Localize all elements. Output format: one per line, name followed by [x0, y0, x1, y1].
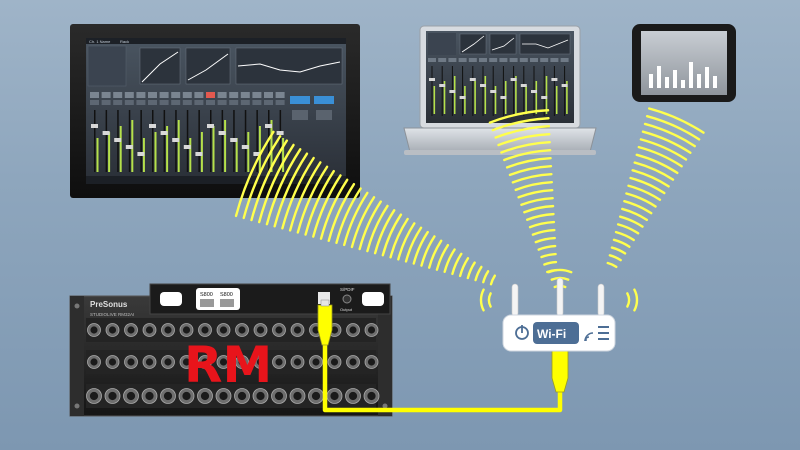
- fader-cap: [114, 138, 122, 142]
- slot2-label: S800: [220, 292, 233, 298]
- menu-icon: [598, 326, 609, 340]
- touchscreen-monitor: Ch. 1 Name Rack: [70, 24, 360, 198]
- channel-button: [113, 92, 123, 98]
- channel-button: [148, 92, 157, 98]
- fader-cap: [265, 124, 272, 128]
- fader-cap: [91, 124, 98, 128]
- fader-cap: [172, 138, 180, 142]
- channel-button: [229, 92, 239, 98]
- channel-button: [159, 92, 169, 98]
- channel-button: [217, 92, 227, 98]
- model-label: STUDIOLIVE RM32AI: [90, 312, 134, 317]
- rack-mixer: PreSonus STUDIOLIVE RM32AI RM: [69, 295, 393, 417]
- rm-label: RM: [184, 336, 272, 394]
- slot1-label: S800: [200, 292, 213, 298]
- fader-cap: [241, 145, 249, 149]
- fader-cap: [195, 152, 203, 156]
- channel-button: [240, 92, 250, 98]
- fader-cap: [183, 145, 191, 149]
- bar-graph-icon: [649, 62, 717, 88]
- tablet: [632, 24, 736, 102]
- wifi-signal-waves: [234, 107, 705, 312]
- fader-cap: [102, 131, 110, 135]
- fader-cap: [207, 124, 214, 128]
- fader-cap: [160, 131, 168, 135]
- channel-button: [275, 92, 285, 98]
- fader-cap: [125, 145, 133, 149]
- wifi-icon: [584, 332, 594, 342]
- fader-cap: [253, 152, 261, 156]
- fader-cap: [149, 124, 156, 128]
- power-icon: [515, 325, 529, 340]
- channel-button: [264, 92, 273, 98]
- wifi-router: Wi-Fi: [502, 277, 616, 352]
- channel-button: [90, 92, 99, 98]
- rack-tag: Rack: [120, 39, 129, 44]
- channel-tag: Ch. 1 Name: [89, 39, 111, 44]
- network-card: S800 S800 S/PDIF Output: [149, 283, 391, 315]
- channel-button: [101, 92, 111, 98]
- wifi-label: Wi-Fi: [537, 327, 566, 341]
- channel-button: [124, 92, 134, 98]
- spdif-label: S/PDIF: [340, 287, 355, 292]
- channel-button: [136, 92, 146, 98]
- fader-cap: [137, 152, 145, 156]
- fader-cap: [276, 131, 284, 135]
- fader-cap: [218, 131, 226, 135]
- fader-cap: [230, 138, 238, 142]
- channel-button: [206, 92, 215, 98]
- laptop: [403, 25, 597, 155]
- output-label: Output: [340, 307, 353, 312]
- channel-button: [171, 92, 181, 98]
- channel-button: [182, 92, 192, 98]
- channel-button: [194, 92, 204, 98]
- brand-label: PreSonus: [90, 300, 128, 309]
- channel-button: [252, 92, 262, 98]
